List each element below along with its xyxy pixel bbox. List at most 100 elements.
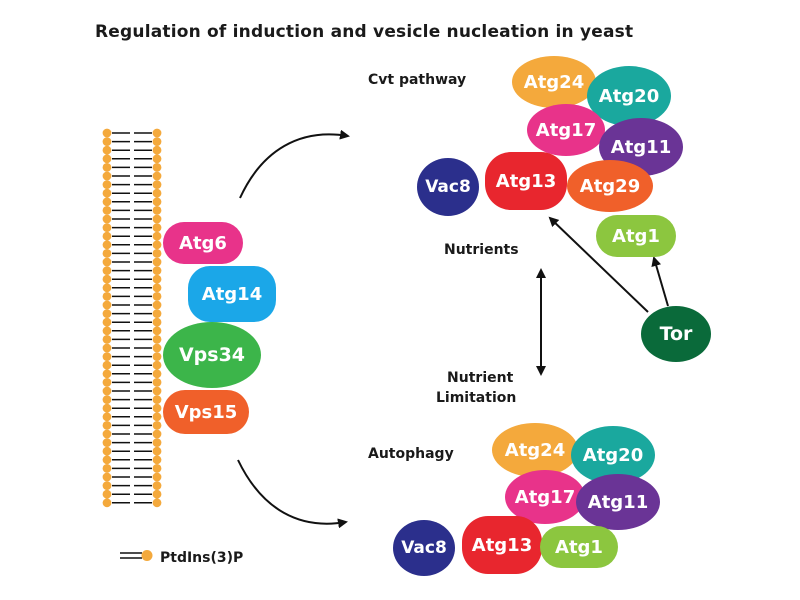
lipid-head-outer (102, 386, 112, 396)
lipid-head-outer (102, 498, 112, 508)
lipid-head-outer (102, 481, 112, 490)
lipid-head-inner (152, 240, 162, 250)
lipid-head-outer (102, 369, 112, 379)
lipid-head-inner (152, 498, 162, 508)
lipid-head-inner (152, 171, 162, 181)
lipid-head-inner (152, 421, 162, 430)
lipid-head-inner (152, 154, 162, 164)
nutrient-limitation-line1: Nutrient (447, 370, 514, 386)
arrow-to-cvt (239, 129, 350, 199)
autophagy-protein-atg17: Atg17 (505, 470, 585, 524)
legend-label: PtdIns(3)P (160, 550, 244, 566)
cvt-protein-vac8: Vac8 (417, 158, 479, 216)
lipid-head-outer (102, 326, 112, 336)
lipid-head-inner (152, 206, 162, 215)
lipid-head-outer (102, 472, 112, 482)
lipid-head-inner (152, 274, 162, 284)
lipid-head-outer (102, 214, 112, 224)
cvt-protein-atg20: Atg20 (587, 66, 671, 126)
lipid-head-outer (102, 249, 112, 258)
lipid-head-outer (102, 403, 112, 413)
lipid-head-outer (102, 292, 112, 301)
lipid-head-inner (152, 446, 162, 456)
lipid-head-outer (102, 283, 112, 293)
nutrient-limitation-label: Nutrient Limitation (436, 368, 516, 408)
protein-vps34: Vps34 (163, 322, 261, 388)
arrow-to-autophagy (237, 459, 348, 529)
lipid-head-inner (152, 249, 162, 258)
lipid-head-inner (152, 429, 162, 439)
lipid-head-outer (102, 352, 112, 361)
lipid-head-outer (102, 154, 112, 164)
lipid-head-inner (152, 145, 162, 155)
lipid-head-inner (152, 489, 162, 499)
figure-title: Regulation of induction and vesicle nucl… (95, 22, 634, 42)
lipid-head-inner (152, 300, 162, 310)
lipid-head-inner (152, 464, 162, 473)
lipid-head-outer (102, 300, 112, 310)
lipid-head-outer (102, 197, 112, 207)
autophagy-protein-atg13: Atg13 (462, 516, 542, 574)
lipid-head-inner (152, 412, 162, 422)
lipid-head-inner (152, 180, 162, 190)
lipid-head-outer (102, 163, 112, 172)
lipid-head-inner (152, 197, 162, 207)
lipid-head-outer (102, 489, 112, 499)
lipid-head-inner (152, 369, 162, 379)
lipid-head-outer (102, 343, 112, 353)
lipid-head-outer (102, 455, 112, 465)
lipid-head-outer (102, 223, 112, 233)
cvt-pathway-label: Cvt pathway (368, 72, 467, 88)
lipid-head-inner (152, 163, 162, 172)
lipid-head-inner (152, 266, 162, 275)
lipid-head-outer (102, 335, 112, 344)
lipid-head-inner (152, 317, 162, 327)
protein-vps15: Vps15 (163, 390, 249, 434)
lipid-head-inner (152, 386, 162, 396)
lipid-head-outer (102, 412, 112, 422)
protein-tor: Tor (641, 306, 711, 362)
lipid-head-inner (152, 335, 162, 344)
lipid-head-outer (102, 274, 112, 284)
protein-atg14: Atg14 (188, 266, 276, 322)
lipid-head-outer (102, 180, 112, 190)
lipid-head-outer (102, 429, 112, 439)
lipid-head-outer (102, 464, 112, 473)
lipid-head-outer (102, 378, 112, 387)
lipid-head-outer (102, 360, 112, 370)
cvt-protein-atg29: Atg29 (567, 160, 653, 212)
lipid-head-inner (152, 343, 162, 353)
lipid-head-outer (102, 317, 112, 327)
lipid-head-inner (152, 481, 162, 490)
tor-to-atg13-arrow (548, 216, 649, 313)
lipid-head-outer (102, 257, 112, 267)
lipid-head-outer (102, 145, 112, 155)
lipid-head-outer (102, 446, 112, 456)
lipid-head-inner (152, 360, 162, 370)
lipid-head-inner (152, 455, 162, 465)
lipid-head-inner (152, 352, 162, 361)
lipid-head-inner (152, 326, 162, 336)
lipid-head-inner (152, 438, 162, 447)
lipid-head-outer (102, 231, 112, 241)
tor-to-atg1-arrow (651, 256, 669, 307)
lipid-head-outer (102, 266, 112, 275)
autophagy-protein-atg24: Atg24 (492, 423, 578, 477)
lipid-head-outer (102, 128, 112, 138)
autophagy-protein-atg11: Atg11 (576, 474, 660, 530)
lipid-head-inner (152, 223, 162, 233)
lipid-head-inner (152, 214, 162, 224)
cvt-protein-atg1: Atg1 (596, 215, 676, 257)
lipid-head-outer (102, 438, 112, 447)
lipid-head-inner (152, 137, 162, 147)
cvt-protein-atg24: Atg24 (512, 56, 596, 108)
lipid-head-inner (152, 128, 162, 138)
cvt-protein-atg13: Atg13 (485, 152, 567, 210)
lipid-head-inner (152, 395, 162, 404)
lipid-head-inner (152, 378, 162, 387)
lipid-head-outer (102, 309, 112, 318)
nutrients-label: Nutrients (444, 242, 519, 258)
cvt-protein-atg17: Atg17 (527, 104, 605, 156)
